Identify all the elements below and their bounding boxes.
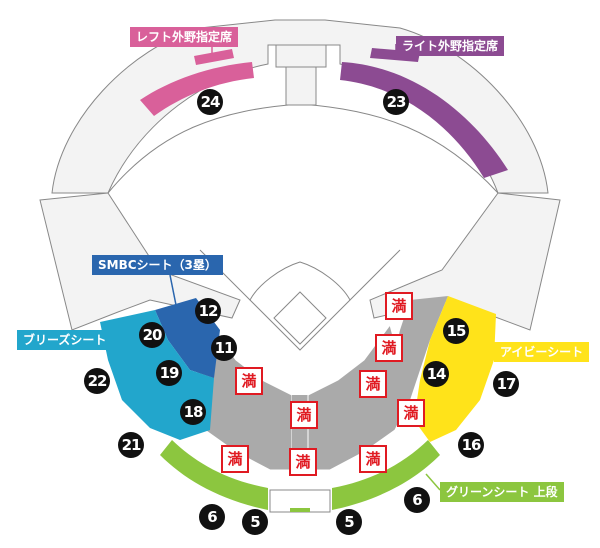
label-breeze: ブリーズシート bbox=[17, 330, 113, 350]
left-outfield-seat-upper bbox=[194, 49, 234, 65]
section-badge: 5 bbox=[336, 509, 362, 535]
label-right-outfield: ライト外野指定席 bbox=[396, 36, 505, 56]
section-badge: 17 bbox=[493, 371, 519, 397]
section-badge: 19 bbox=[156, 360, 182, 386]
full-marker: 満 bbox=[289, 448, 317, 476]
section-badge: 22 bbox=[84, 368, 110, 394]
label-smbc: SMBCシート（3塁） bbox=[92, 255, 223, 275]
label-green: グリーンシート 上段 bbox=[440, 482, 564, 502]
section-badge: 11 bbox=[211, 335, 237, 361]
full-marker: 満 bbox=[375, 334, 403, 362]
scoreboard bbox=[275, 44, 327, 68]
full-marker: 満 bbox=[221, 445, 249, 473]
section-badge: 6 bbox=[199, 504, 225, 530]
green-seats-right bbox=[332, 440, 440, 510]
scoreboard-lower bbox=[285, 66, 317, 106]
section-badge: 5 bbox=[242, 509, 268, 535]
label-left-outfield: レフト外野指定席 bbox=[130, 27, 239, 47]
section-badge: 24 bbox=[197, 89, 223, 115]
section-badge: 20 bbox=[139, 322, 165, 348]
full-marker: 満 bbox=[385, 292, 413, 320]
full-marker: 満 bbox=[290, 401, 318, 429]
green-seats-left bbox=[160, 440, 268, 510]
section-badge: 14 bbox=[423, 361, 449, 387]
section-badge: 16 bbox=[458, 432, 484, 458]
label-ivy: アイビーシート bbox=[494, 342, 590, 362]
right-outfield-seat bbox=[340, 62, 508, 178]
foul-line-right bbox=[349, 249, 401, 301]
full-marker: 満 bbox=[359, 445, 387, 473]
diamond bbox=[273, 291, 327, 345]
section-badge: 6 bbox=[404, 487, 430, 513]
section-badge: 15 bbox=[443, 318, 469, 344]
left-outfield-seat bbox=[140, 62, 254, 116]
ivy-seats bbox=[414, 296, 496, 442]
full-marker: 満 bbox=[397, 399, 425, 427]
full-marker: 満 bbox=[235, 367, 263, 395]
leader-green bbox=[425, 473, 441, 491]
section-badge: 23 bbox=[383, 89, 409, 115]
full-marker: 満 bbox=[359, 370, 387, 398]
gray-seats-right-upper bbox=[388, 296, 448, 400]
section-badge: 21 bbox=[118, 432, 144, 458]
right-foul-block bbox=[369, 192, 561, 331]
home-green bbox=[290, 508, 310, 512]
section-badge: 18 bbox=[180, 399, 206, 425]
leader-smbc bbox=[169, 274, 177, 306]
section-badge: 12 bbox=[195, 298, 221, 324]
